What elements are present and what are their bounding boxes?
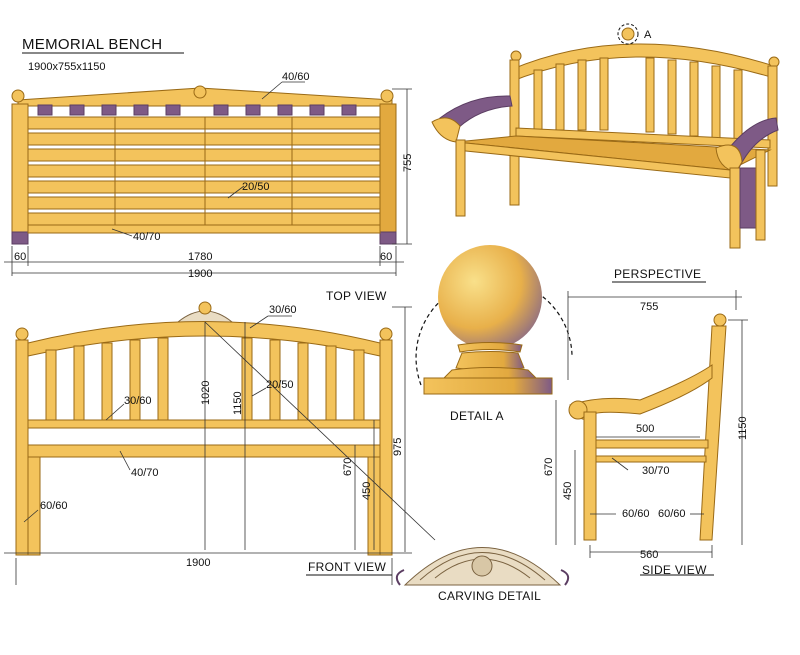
front-view-label: FRONT VIEW xyxy=(308,560,386,574)
drawing-title: MEMORIAL BENCH xyxy=(22,36,162,53)
side-back-leg-dimension: 60/60 xyxy=(658,508,686,520)
top-width-dimension: 1900 xyxy=(188,268,212,280)
side-seat-height-dimension: 450 xyxy=(562,482,574,500)
mid-rail-dimension: 30/60 xyxy=(124,395,152,407)
front-leg-dimension: 60/60 xyxy=(40,500,68,512)
back-height-dimension: 1150 xyxy=(232,391,244,415)
side-seat-depth-dimension: 500 xyxy=(636,423,654,435)
seat-rail-dimension: 40/70 xyxy=(131,467,159,479)
rail-dimension: 40/70 xyxy=(133,231,161,243)
detail-a-label: DETAIL A xyxy=(450,409,504,423)
top-view-label: TOP VIEW xyxy=(326,289,387,303)
side-view-drawing xyxy=(568,313,727,541)
side-base-dimension: 560 xyxy=(640,549,658,561)
overall-dimensions: 1900x755x1150 xyxy=(28,61,105,73)
seat-slat-dimension: 20/50 xyxy=(242,181,270,193)
total-height-dimension: 975 xyxy=(392,438,404,456)
carving-detail-drawing xyxy=(395,547,570,586)
top-rail-dimension: 30/60 xyxy=(269,304,297,316)
back-inner-height: 1020 xyxy=(200,381,212,405)
side-depth-dimension: 755 xyxy=(640,301,658,313)
arm-height-dimension: 670 xyxy=(342,458,354,476)
carving-detail-label: CARVING DETAIL xyxy=(438,589,541,603)
side-front-leg-dimension: 60/60 xyxy=(622,508,650,520)
arm-rail-dimension: 30/70 xyxy=(642,465,670,477)
side-arm-height-dimension: 670 xyxy=(543,458,555,476)
inner-width-dimension: 1780 xyxy=(188,251,212,263)
top-slat-dimension: 40/60 xyxy=(282,71,310,83)
seat-height-dimension: 450 xyxy=(361,482,373,500)
front-width-dimension: 1900 xyxy=(186,557,210,569)
back-slat-dimension: 20/50 xyxy=(266,379,294,391)
depth-dimension: 755 xyxy=(402,154,414,172)
side-height-dimension: 1150 xyxy=(737,416,749,440)
detail-a-marker: A xyxy=(644,29,652,41)
top-view-drawing xyxy=(11,85,397,245)
perspective-drawing: A xyxy=(431,23,780,249)
perspective-label: PERSPECTIVE xyxy=(614,267,701,281)
front-view-drawing xyxy=(15,301,393,556)
left-leg-dimension: 60 xyxy=(14,251,26,263)
right-leg-dimension: 60 xyxy=(380,251,392,263)
side-view-label: SIDE VIEW xyxy=(642,563,707,577)
detail-a-drawing xyxy=(415,245,573,395)
